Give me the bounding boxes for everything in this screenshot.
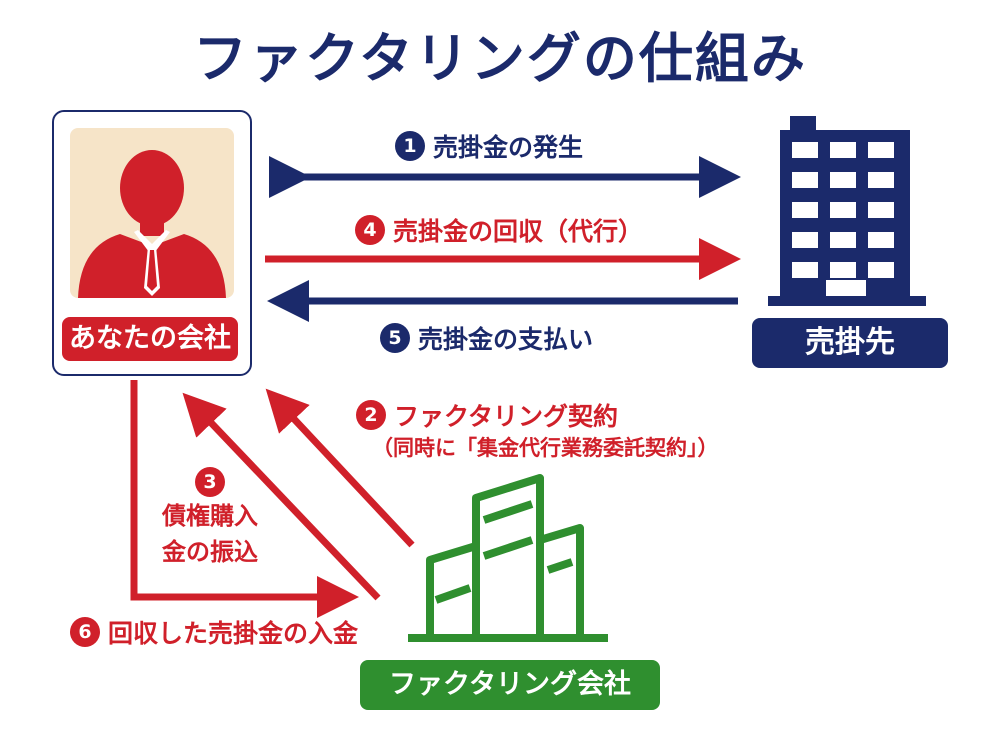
buyer-label: 売掛先: [752, 318, 948, 368]
building-windows: [792, 142, 894, 296]
window: [792, 142, 818, 158]
window: [792, 202, 818, 218]
window: [792, 262, 818, 278]
flow-6-label: 6 回収した売掛金の入金: [70, 614, 358, 650]
window: [868, 142, 894, 158]
office-building-icon: [768, 116, 926, 306]
step-2-badge: 2: [356, 400, 386, 430]
page-title: ファクタリングの仕組み: [193, 27, 807, 90]
window: [830, 142, 856, 158]
flow-3-label: 3 債権購入 金の振込: [150, 462, 270, 570]
window: [830, 262, 856, 278]
your-company-card: あなたの会社: [52, 110, 252, 376]
step-1-badge: 1: [395, 131, 425, 161]
window: [830, 202, 856, 218]
step-5-badge: 5: [380, 323, 410, 353]
flow-1-label: 1 売掛金の発生: [395, 128, 583, 164]
flow-5-label: 5 売掛金の支払い: [380, 320, 593, 356]
flow-2-subtext: （同時に「集金代行業務委託契約」）: [372, 436, 719, 460]
green-buildings-icon: [426, 474, 584, 636]
green-ground: [408, 634, 608, 642]
factoring-company-label: ファクタリング会社: [360, 660, 660, 710]
step-6-badge: 6: [70, 617, 100, 647]
flow-2-text: ファクタリング契約: [394, 402, 619, 431]
flow-3-line1: 債権購入: [162, 502, 258, 530]
window: [792, 172, 818, 188]
flow-5-text: 売掛金の支払い: [418, 325, 594, 354]
your-company-label: あなたの会社: [62, 317, 238, 361]
flow-3-line2: 金の振込: [162, 538, 258, 566]
flow-4-text: 売掛金の回収（代行）: [393, 217, 644, 246]
window: [868, 232, 894, 248]
flow-6-text: 回収した売掛金の入金: [108, 619, 359, 648]
window: [868, 172, 894, 188]
flow-4-label: 4 売掛金の回収（代行）: [355, 212, 643, 248]
window: [830, 232, 856, 248]
step-4-badge: 4: [355, 215, 385, 245]
door: [826, 280, 866, 296]
flow-2-label: 2 ファクタリング契約: [356, 397, 618, 433]
flow-1-text: 売掛金の発生: [433, 133, 584, 162]
window: [830, 172, 856, 188]
window: [792, 232, 818, 248]
step-3-badge: 3: [195, 467, 225, 497]
person-icon: [70, 128, 234, 298]
window: [868, 202, 894, 218]
window: [868, 262, 894, 278]
